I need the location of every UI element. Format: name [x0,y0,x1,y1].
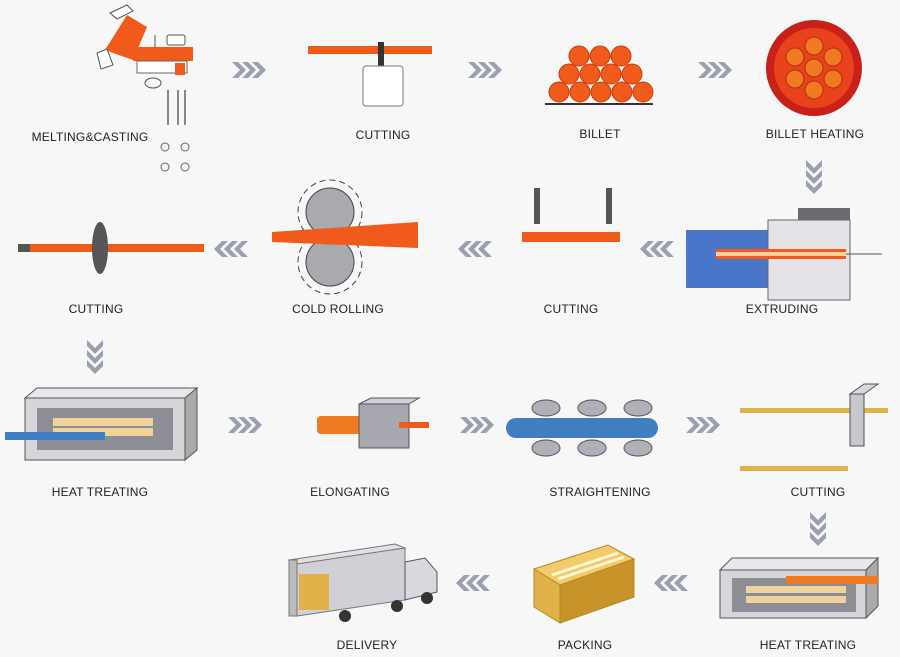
packing-crate-illustration [532,544,636,624]
step-label-extruding: EXTRUDING [745,302,819,316]
step-label-cutting-1: CUTTING [355,128,411,142]
cutting-disc-illustration [18,222,204,274]
elongating-die-illustration [317,397,429,449]
heat-treating-furnace-illustration-2 [718,556,880,620]
chevron-left-icon [640,241,674,257]
step-label-cutting-4: CUTTING [790,485,846,499]
step-label-melting: MELTING&CASTING [31,130,149,144]
chevron-right-icon [228,417,262,433]
step-label-billet: BILLET [579,127,621,141]
chevron-left-icon [654,575,688,591]
step-label-packing: PACKING [557,638,613,652]
step-label-heat-treating-1: HEAT TREATING [51,485,149,499]
chevron-left-icon [458,241,492,257]
step-label-cold-rolling: COLD ROLLING [292,302,384,316]
step-label-cutting-3: CUTTING [68,302,124,316]
chevron-left-icon [214,241,248,257]
chevron-right-icon [686,417,720,433]
melting-casting-illustration [96,4,193,172]
cutting-saw-illustration [308,42,432,107]
chevron-right-icon [232,62,266,78]
step-label-cutting-2: CUTTING [543,302,599,316]
step-label-elongating: ELONGATING [310,485,390,499]
chevron-down-icon [810,512,826,546]
step-label-heat-treating-2: HEAT TREATING [759,638,857,652]
chevron-right-icon [460,417,494,433]
delivery-truck-illustration [287,543,438,622]
billet-heating-illustration [766,20,862,116]
extruding-press-illustration [686,208,882,301]
step-label-delivery: DELIVERY [336,638,398,652]
chevron-left-icon [456,575,490,591]
chevron-down-icon [806,160,822,194]
cold-rolling-illustration [272,179,418,295]
cutting-shear-illustration [522,188,620,242]
straightening-rollers-illustration [506,399,658,457]
billet-stack-illustration [545,45,654,105]
chevron-right-icon [468,62,502,78]
step-label-billet-heating: BILLET HEATING [765,127,865,141]
cutting-blade-illustration [740,383,888,471]
heat-treating-furnace-illustration [5,386,199,462]
chevron-down-icon [87,340,103,374]
step-label-straightening: STRAIGHTENING [549,485,651,499]
chevron-right-icon [698,62,732,78]
